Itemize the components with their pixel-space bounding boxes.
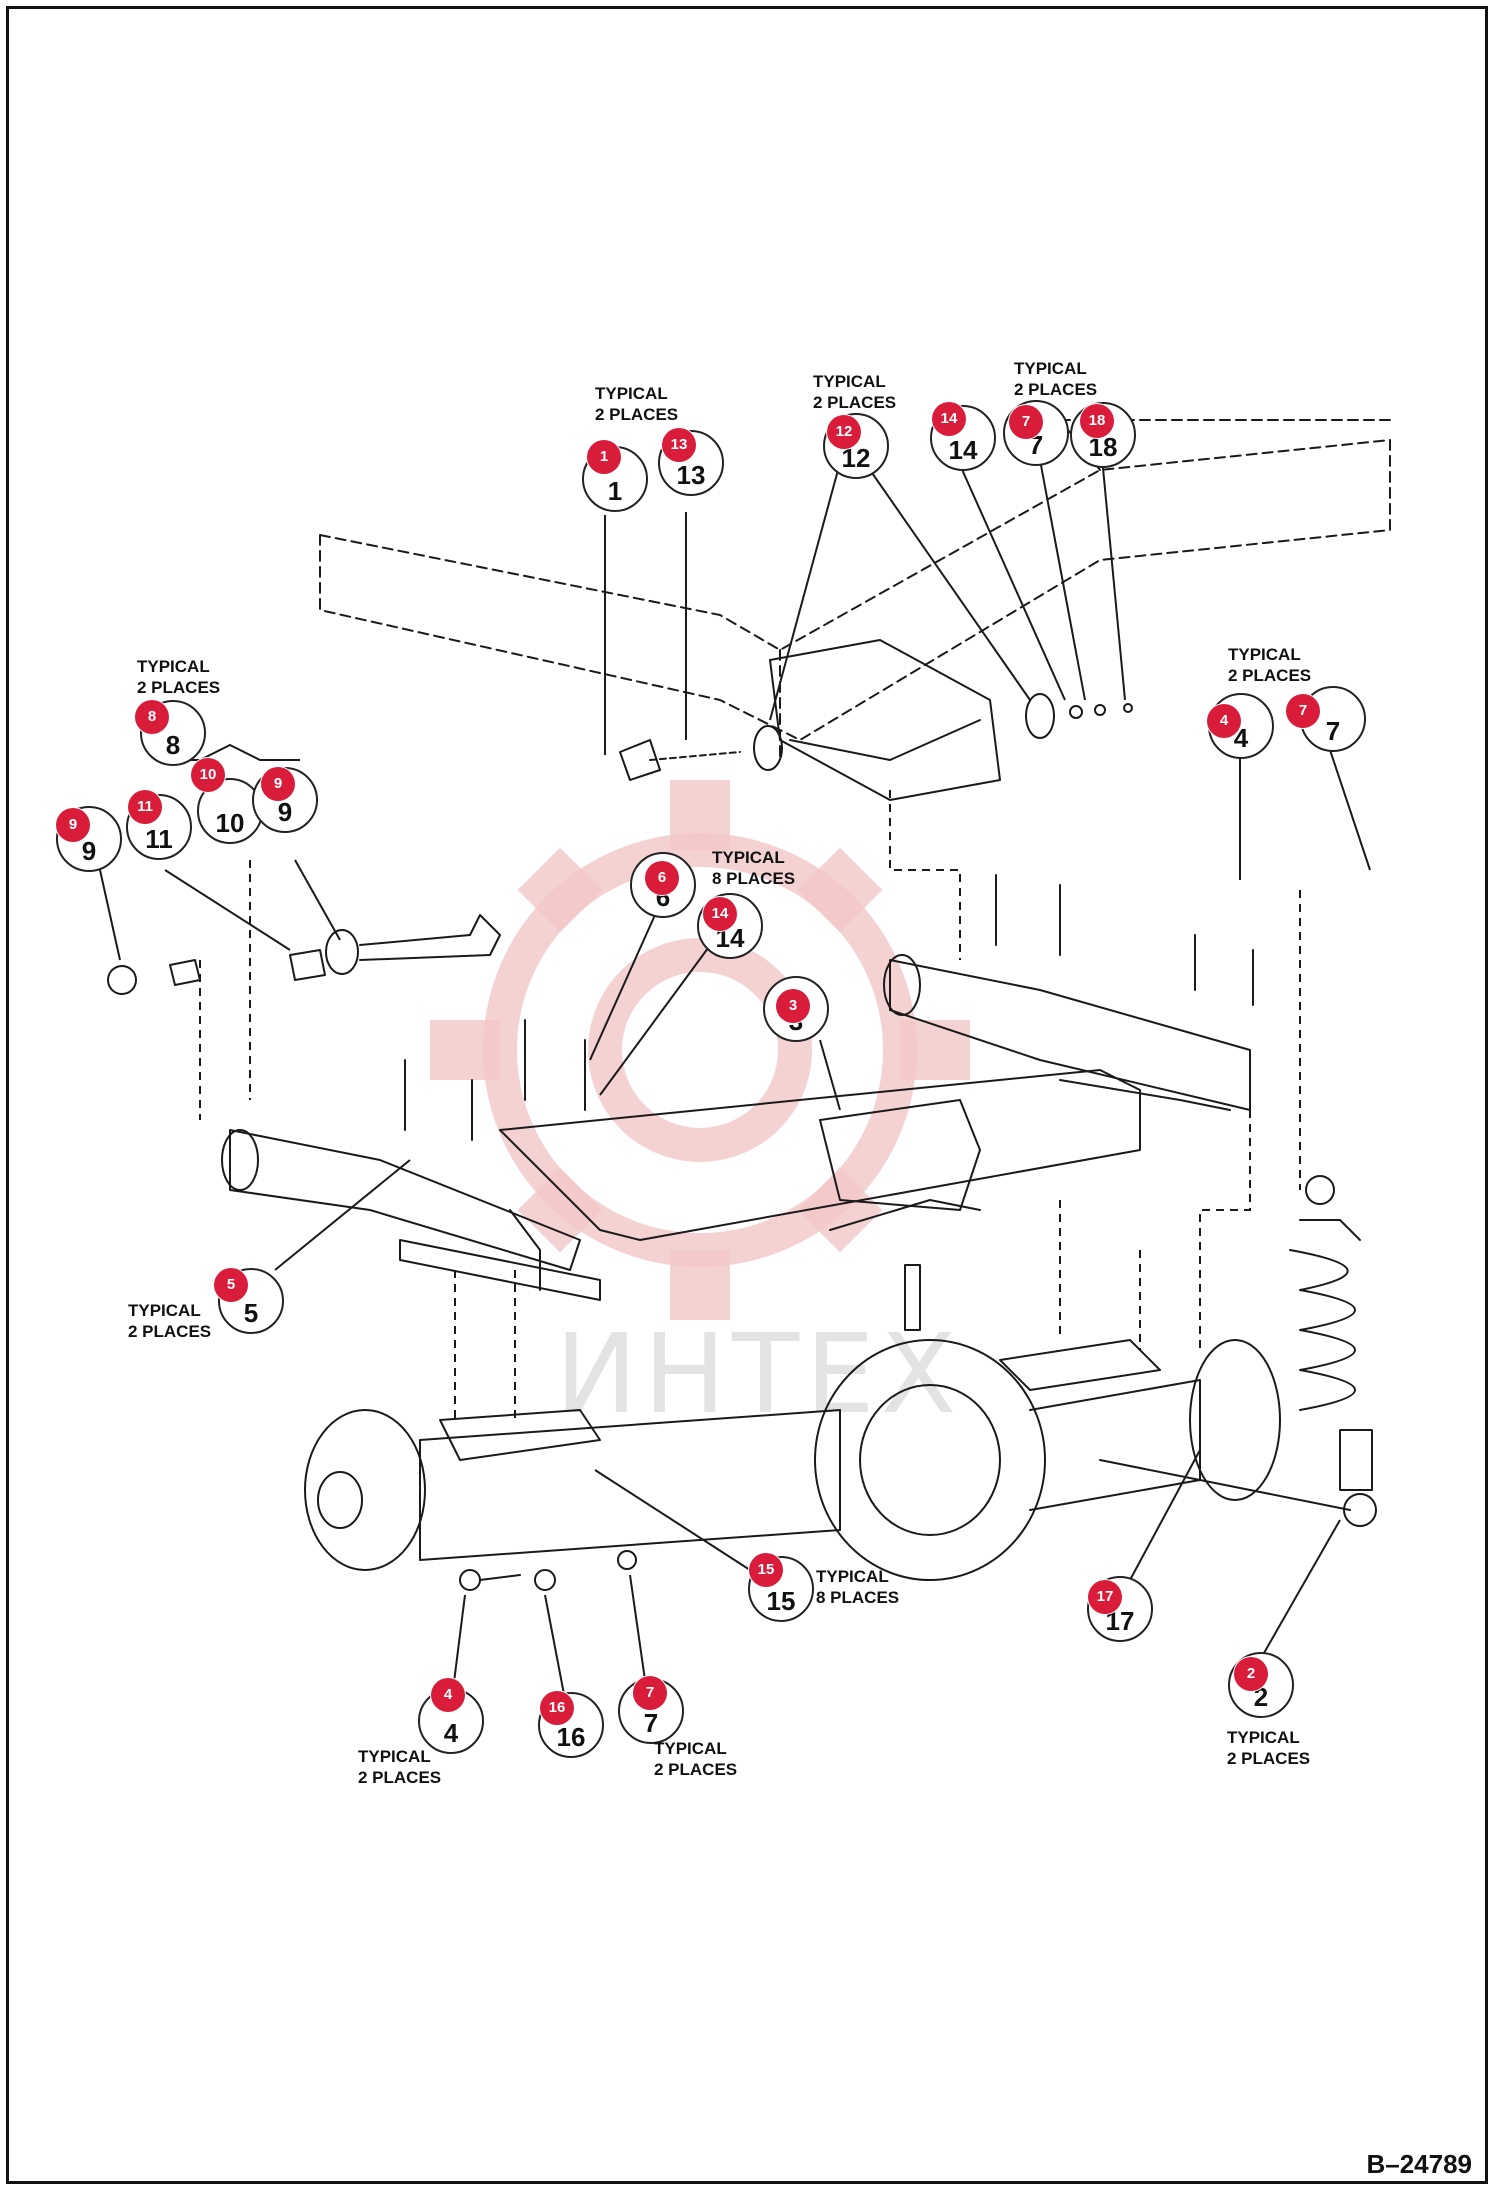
upper-bushing-right — [1025, 693, 1055, 739]
marker-4-right[interactable]: 4 — [1207, 704, 1241, 738]
right-spring-pad — [999, 1339, 1161, 1391]
marker-5[interactable]: 5 — [214, 1268, 248, 1302]
right-hub-drum — [1189, 1339, 1281, 1501]
marker-10[interactable]: 10 — [191, 758, 225, 792]
marker-7-right[interactable]: 7 — [1286, 694, 1320, 728]
upper-bushing-left — [753, 725, 783, 771]
marker-3[interactable]: 3 — [776, 989, 810, 1023]
marker-18[interactable]: 18 — [1080, 404, 1114, 438]
marker-11[interactable]: 11 — [128, 790, 162, 824]
marker-4-bottom[interactable]: 4 — [431, 1678, 465, 1712]
left-spring-pad — [439, 1409, 601, 1461]
coil-over-shock — [1289, 1175, 1377, 1527]
differential-housing — [814, 1339, 1046, 1581]
rear-axle — [304, 1264, 1351, 1581]
marker-17[interactable]: 17 — [1088, 1580, 1122, 1614]
marker-9-right[interactable]: 9 — [261, 767, 295, 801]
marker-12[interactable]: 12 — [827, 415, 861, 449]
marker-15[interactable]: 15 — [749, 1553, 783, 1587]
marker-14-mid[interactable]: 14 — [703, 897, 737, 931]
left-trailing-arm — [229, 1129, 581, 1271]
marker-7-bottom[interactable]: 7 — [633, 1676, 667, 1710]
marker-13[interactable]: 13 — [662, 428, 696, 462]
marker-2[interactable]: 2 — [1234, 1657, 1268, 1691]
pinion-stud — [904, 1264, 921, 1331]
left-hub-drum — [304, 1409, 426, 1571]
page-border — [6, 6, 1488, 2184]
marker-7-top[interactable]: 7 — [1009, 405, 1043, 439]
frame-bracket — [769, 639, 1001, 801]
crossmember — [499, 1069, 1141, 1241]
marker-9-left[interactable]: 9 — [56, 808, 90, 842]
marker-6[interactable]: 6 — [645, 861, 679, 895]
figure-id: B–24789 — [1366, 2149, 1472, 2179]
marker-14-top[interactable]: 14 — [932, 402, 966, 436]
marker-1[interactable]: 1 — [587, 440, 621, 474]
marker-8[interactable]: 8 — [135, 700, 169, 734]
marker-16[interactable]: 16 — [540, 1691, 574, 1725]
hitch-receiver — [819, 1099, 981, 1211]
